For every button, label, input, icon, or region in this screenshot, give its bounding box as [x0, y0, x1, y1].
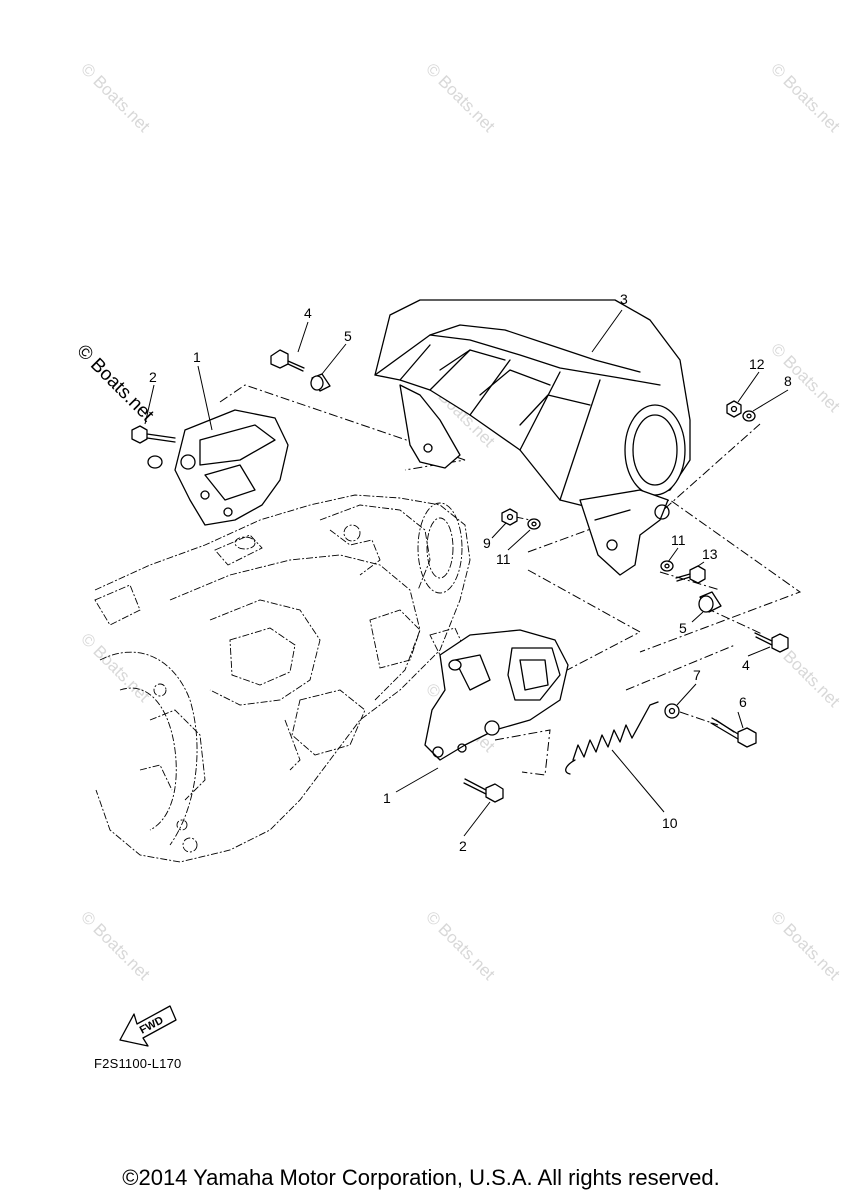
callout-label: 2	[149, 369, 157, 385]
callout-label: 5	[344, 328, 352, 344]
leader-lines	[144, 309, 789, 837]
watermark: © Boats.net	[422, 907, 499, 984]
watermark-layer: © Boats.net © Boats.net © Boats.net © Bo…	[72, 59, 842, 984]
spacer-5-upper	[310, 373, 331, 392]
bolt-2-upper	[131, 425, 176, 444]
bolt-13	[675, 565, 706, 584]
bolt-4-upper	[270, 349, 305, 372]
callout-label: 11	[671, 532, 686, 548]
watermark: © Boats.net	[77, 59, 154, 136]
callout-label: 3	[620, 291, 628, 307]
watermark: © Boats.net	[77, 629, 154, 706]
diagram-code: F2S1100-L170	[94, 1056, 182, 1071]
part-1-lower-bracket	[424, 629, 569, 761]
spacer-7	[664, 703, 680, 719]
nut-12	[726, 400, 742, 418]
callout-label: 7	[693, 667, 701, 683]
callout-label: 13	[702, 546, 718, 562]
watermark: © Boats.net	[767, 907, 842, 984]
callout-label: 1	[193, 349, 201, 365]
washer-11-left	[527, 518, 541, 530]
callout-label: 11	[496, 551, 511, 567]
nut-9	[501, 508, 518, 526]
callout-label: 2	[459, 838, 467, 854]
washer-11-right	[660, 560, 674, 572]
part-1-upper-bracket	[147, 409, 289, 526]
watermark: © Boats.net	[422, 59, 499, 136]
callout-label: 4	[742, 657, 750, 673]
spacer-5-lower	[698, 591, 722, 613]
callout-label: 6	[739, 694, 747, 710]
fasteners	[131, 349, 789, 803]
watermark: © Boats.net	[77, 907, 154, 984]
watermark-dark: © Boats.net	[72, 341, 158, 427]
callout-label: 10	[662, 815, 678, 831]
callout-labels: 4 5 3 1 2 12 8 9 11 11 13 5 4 7 6 1 2 10	[149, 291, 792, 854]
washer-8	[742, 410, 756, 422]
callout-label: 8	[784, 373, 792, 389]
part-3-duct-assembly	[374, 299, 691, 576]
spring-10	[565, 701, 659, 775]
watermark: © Boats.net	[767, 59, 842, 136]
bolt-2-lower	[463, 778, 504, 803]
watermark: © Boats.net	[767, 339, 842, 416]
fwd-arrow-icon: FWD	[119, 1005, 177, 1047]
engine-block	[94, 494, 471, 863]
callout-label: 1	[383, 790, 391, 806]
callout-label: 4	[304, 305, 312, 321]
callout-label: 9	[483, 535, 491, 551]
bolt-4-lower	[754, 632, 789, 653]
callout-label: 12	[749, 356, 765, 372]
copyright-notice: ©2014 Yamaha Motor Corporation, U.S.A. A…	[122, 1165, 720, 1190]
callout-label: 5	[679, 620, 687, 636]
bolt-6	[710, 717, 757, 748]
